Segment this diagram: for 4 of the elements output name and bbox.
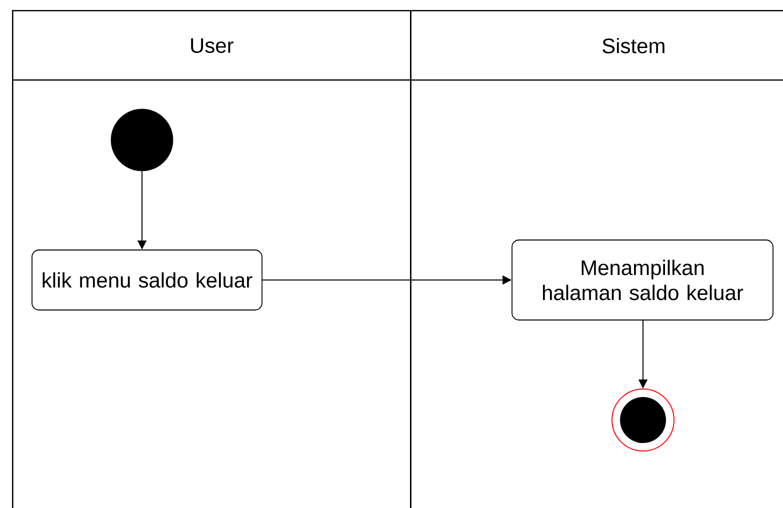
- action-box: Menampilkan halaman saldo keluar: [512, 240, 774, 320]
- end-node: [612, 388, 675, 452]
- start-node: [110, 108, 174, 172]
- action-box: klik menu saldo keluar: [32, 250, 262, 310]
